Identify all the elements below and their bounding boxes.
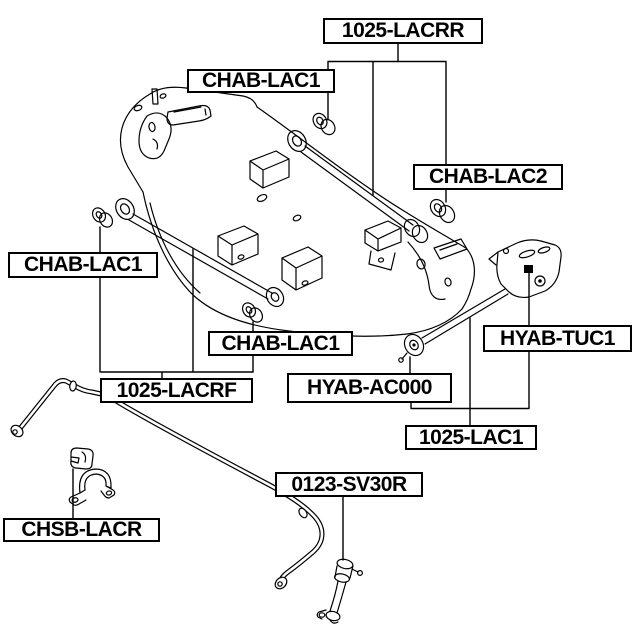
lower-lateral-rod (115, 198, 285, 308)
crossmember-drawing (119, 86, 476, 337)
part-number-text: 0123-SV30R (291, 472, 407, 496)
part-label-hyab-tuc1: HYAB-TUC1 (483, 325, 632, 352)
part-label-chab-lac1-top: CHAB-LAC1 (187, 69, 335, 93)
upper-arm-bushing-chab-lac2 (429, 198, 456, 224)
part-number-text: CHAB-LAC1 (202, 69, 321, 92)
lower-arm-bushing-mid-chab-lac1 (241, 302, 264, 323)
part-label-0123-sv30r: 0123-SV30R (275, 472, 423, 497)
lower-arm-bushing-left-chab-lac1 (91, 207, 114, 228)
part-number-text: 1025-LACRF (116, 378, 237, 402)
part-label-1025-lacrr: 1025-LACRR (323, 18, 483, 44)
stabilizer-bushing-and-clamp (68, 447, 116, 506)
upper-lateral-rod (287, 130, 429, 244)
part-label-1025-lacrf: 1025-LACRF (100, 378, 253, 403)
part-label-chab-lac1-mid: CHAB-LAC1 (208, 331, 353, 356)
part-label-chsb-lacr: CHSB-LACR (3, 518, 160, 542)
part-number-text: CHAB-LAC1 (221, 331, 341, 355)
callout-lines (72, 43, 533, 561)
stabilizer-link (316, 558, 364, 624)
stabilizer-bar (10, 378, 325, 590)
part-label-chab-lac2: CHAB-LAC2 (413, 164, 563, 190)
part-label-hyab-ac000: HYAB-AC000 (287, 373, 452, 403)
part-label-1025-lac1: 1025-LAC1 (405, 425, 537, 450)
part-number-text: CHSB-LACR (21, 518, 142, 541)
part-number-text: HYAB-TUC1 (500, 326, 615, 350)
part-number-text: HYAB-AC000 (307, 376, 432, 399)
part-number-text: 1025-LACRR (341, 19, 465, 42)
upper-arm-bushing-chab-lac1 (312, 112, 336, 136)
part-label-chab-lac1-left: CHAB-LAC1 (8, 252, 158, 278)
part-number-text: 1025-LAC1 (418, 425, 524, 449)
track-rod-1025-lac1 (398, 239, 562, 363)
part-number-text: CHAB-LAC1 (24, 253, 143, 276)
part-number-text: CHAB-LAC2 (429, 165, 548, 188)
